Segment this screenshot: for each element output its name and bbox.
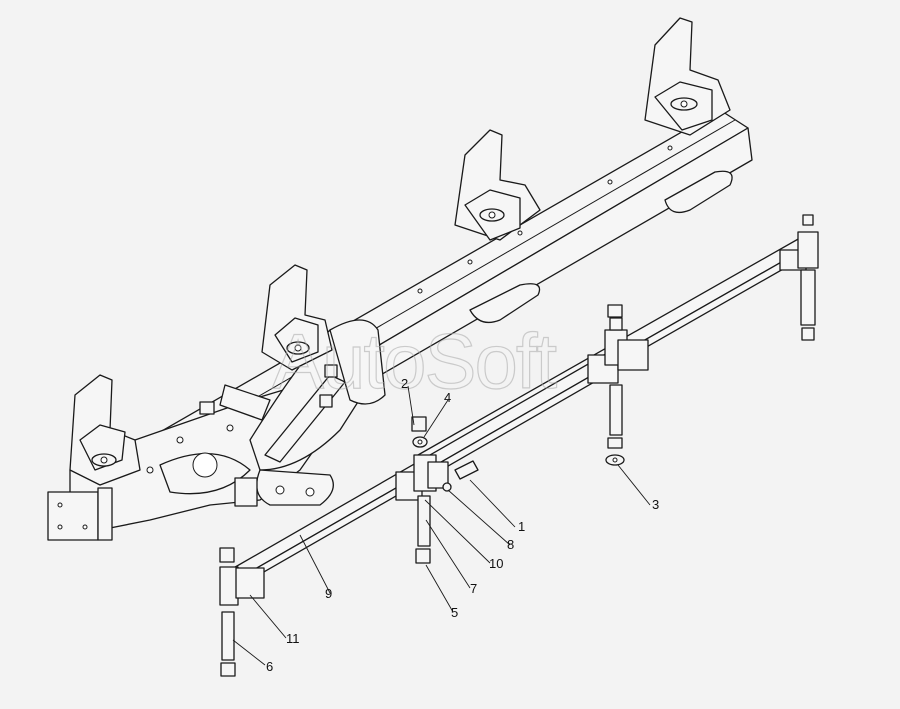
callout-9: 9 xyxy=(325,586,332,601)
callout-7: 7 xyxy=(470,581,477,596)
leader-lines xyxy=(232,385,651,666)
left-end-bracket xyxy=(219,547,265,677)
callout-1: 1 xyxy=(518,519,525,534)
shank-mount-3 xyxy=(454,129,541,241)
shank-mount-2 xyxy=(261,264,333,371)
callout-labels: 1 2 3 4 5 6 7 8 9 10 11 xyxy=(266,376,659,674)
callout-5: 5 xyxy=(451,605,458,620)
shank-mount-4 xyxy=(644,17,731,136)
callout-3: 3 xyxy=(652,497,659,512)
callout-11: 11 xyxy=(286,631,300,646)
callout-2: 2 xyxy=(401,376,408,391)
callout-4: 4 xyxy=(444,390,451,405)
callout-6: 6 xyxy=(266,659,273,674)
watermark: AutoSoft xyxy=(272,317,558,405)
under-plates xyxy=(469,170,733,324)
left-frame-body xyxy=(47,319,386,541)
centre-bracket xyxy=(395,416,479,564)
callout-8: 8 xyxy=(507,537,514,552)
shank-mount-1 xyxy=(69,374,141,486)
callout-10: 10 xyxy=(489,556,503,571)
middle-right-bracket xyxy=(587,304,649,466)
right-end-bracket xyxy=(779,214,819,341)
